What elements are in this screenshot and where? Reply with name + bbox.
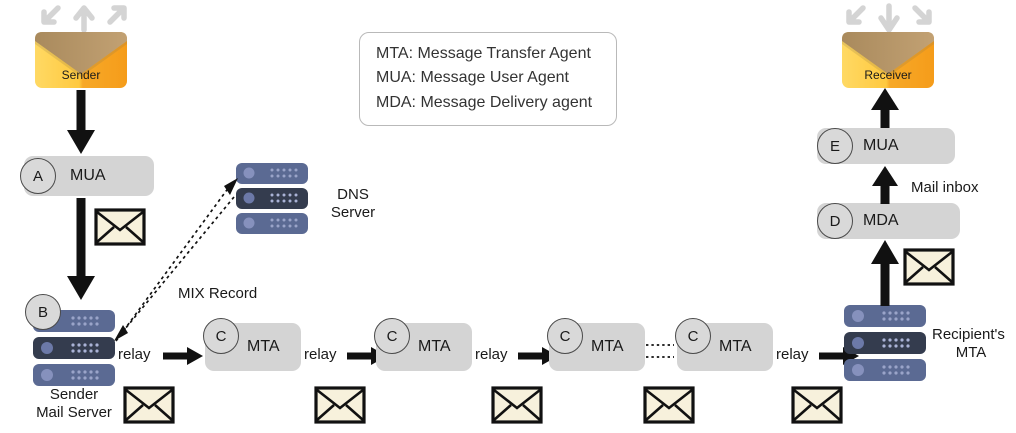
label-recipient-mta-line1: Recipient's [932, 326, 1005, 343]
legend-line-1: MTA: Message Transfer Agent [376, 45, 591, 62]
node-mta-2-label: MTA [418, 338, 451, 355]
badge-d-text: D [829, 212, 841, 230]
arrow-recipientmta-to-mda [871, 240, 899, 306]
label-relay-3: relay [475, 346, 508, 363]
node-mua-sender-label: MUA [70, 167, 106, 184]
node-mta-4-label: MTA [719, 338, 752, 355]
arrow-mua-to-receiver [871, 88, 899, 128]
badge-c-3: C [547, 318, 583, 354]
badge-c-1: C [203, 318, 239, 354]
arrow-sender-to-mua [67, 90, 95, 154]
node-mua-receiver-label: MUA [863, 137, 899, 154]
badge-a-text: A [32, 167, 43, 185]
badge-c-4-text: C [687, 327, 699, 345]
letter-icon-7 [903, 248, 955, 291]
letter-icon-4 [491, 386, 543, 429]
badge-c-1-text: C [215, 327, 227, 345]
letter-icon-6 [791, 386, 843, 429]
node-mta-3-label: MTA [591, 338, 624, 355]
label-sender-mail-server-line2: Mail Server [36, 404, 112, 422]
label-relay-1: relay [118, 346, 151, 363]
label-dns-server-line1: DNS [337, 186, 369, 203]
label-mail-inbox: Mail inbox [911, 179, 979, 196]
label-sender-mail-server: Sender Mail Server [10, 386, 138, 423]
arrow-relay-1 [163, 347, 203, 365]
rack-dns-server[interactable] [236, 163, 308, 240]
label-relay-2: relay [304, 346, 337, 363]
badge-e-text: E [829, 137, 840, 155]
dotted-continuation-mta [646, 344, 674, 358]
label-recipient-mta-line2: MTA [955, 344, 987, 362]
label-relay-4: relay [776, 346, 809, 363]
badge-c-2: C [374, 318, 410, 354]
label-recipient-mta: Recipient's MTA [932, 326, 1016, 363]
label-mix-record: MIX Record [178, 285, 258, 302]
badge-e: E [817, 128, 853, 164]
letter-icon-5 [643, 386, 695, 429]
badge-b: B [25, 294, 61, 330]
badge-d: D [817, 203, 853, 239]
arrow-mda-to-mua [872, 166, 898, 204]
sender-mail-icon: Sender [35, 32, 127, 88]
letter-icon-2 [123, 386, 175, 429]
dotted-arrows-mix-record [114, 178, 238, 342]
badge-c-2-text: C [386, 327, 398, 345]
node-mta-1-label: MTA [247, 338, 280, 355]
arrow-mua-to-mailserver [67, 198, 95, 300]
letter-icon-3 [314, 386, 366, 429]
label-dns-server: DNS Server [318, 186, 388, 223]
badge-c-4: C [675, 318, 711, 354]
sender-outgoing-arrows-icon [41, 5, 127, 33]
letter-icon-1 [94, 208, 146, 251]
legend-box: MTA: Message Transfer Agent MUA: Message… [359, 32, 617, 126]
receiver-mail-icon: Receiver [842, 32, 934, 88]
badge-c-3-text: C [559, 327, 571, 345]
legend-line-2: MUA: Message User Agent [376, 69, 569, 87]
badge-a: A [20, 158, 56, 194]
label-dns-server-line2: Server [330, 204, 376, 222]
legend-line-3: MDA: Message Delivery agent [376, 93, 593, 111]
label-sender-mail-server-line1: Sender [49, 386, 99, 403]
rack-recipient-mta[interactable] [844, 305, 926, 386]
receiver-incoming-arrows-icon [846, 3, 932, 33]
node-mda-label: MDA [863, 212, 899, 229]
badge-b-text: B [37, 303, 48, 321]
